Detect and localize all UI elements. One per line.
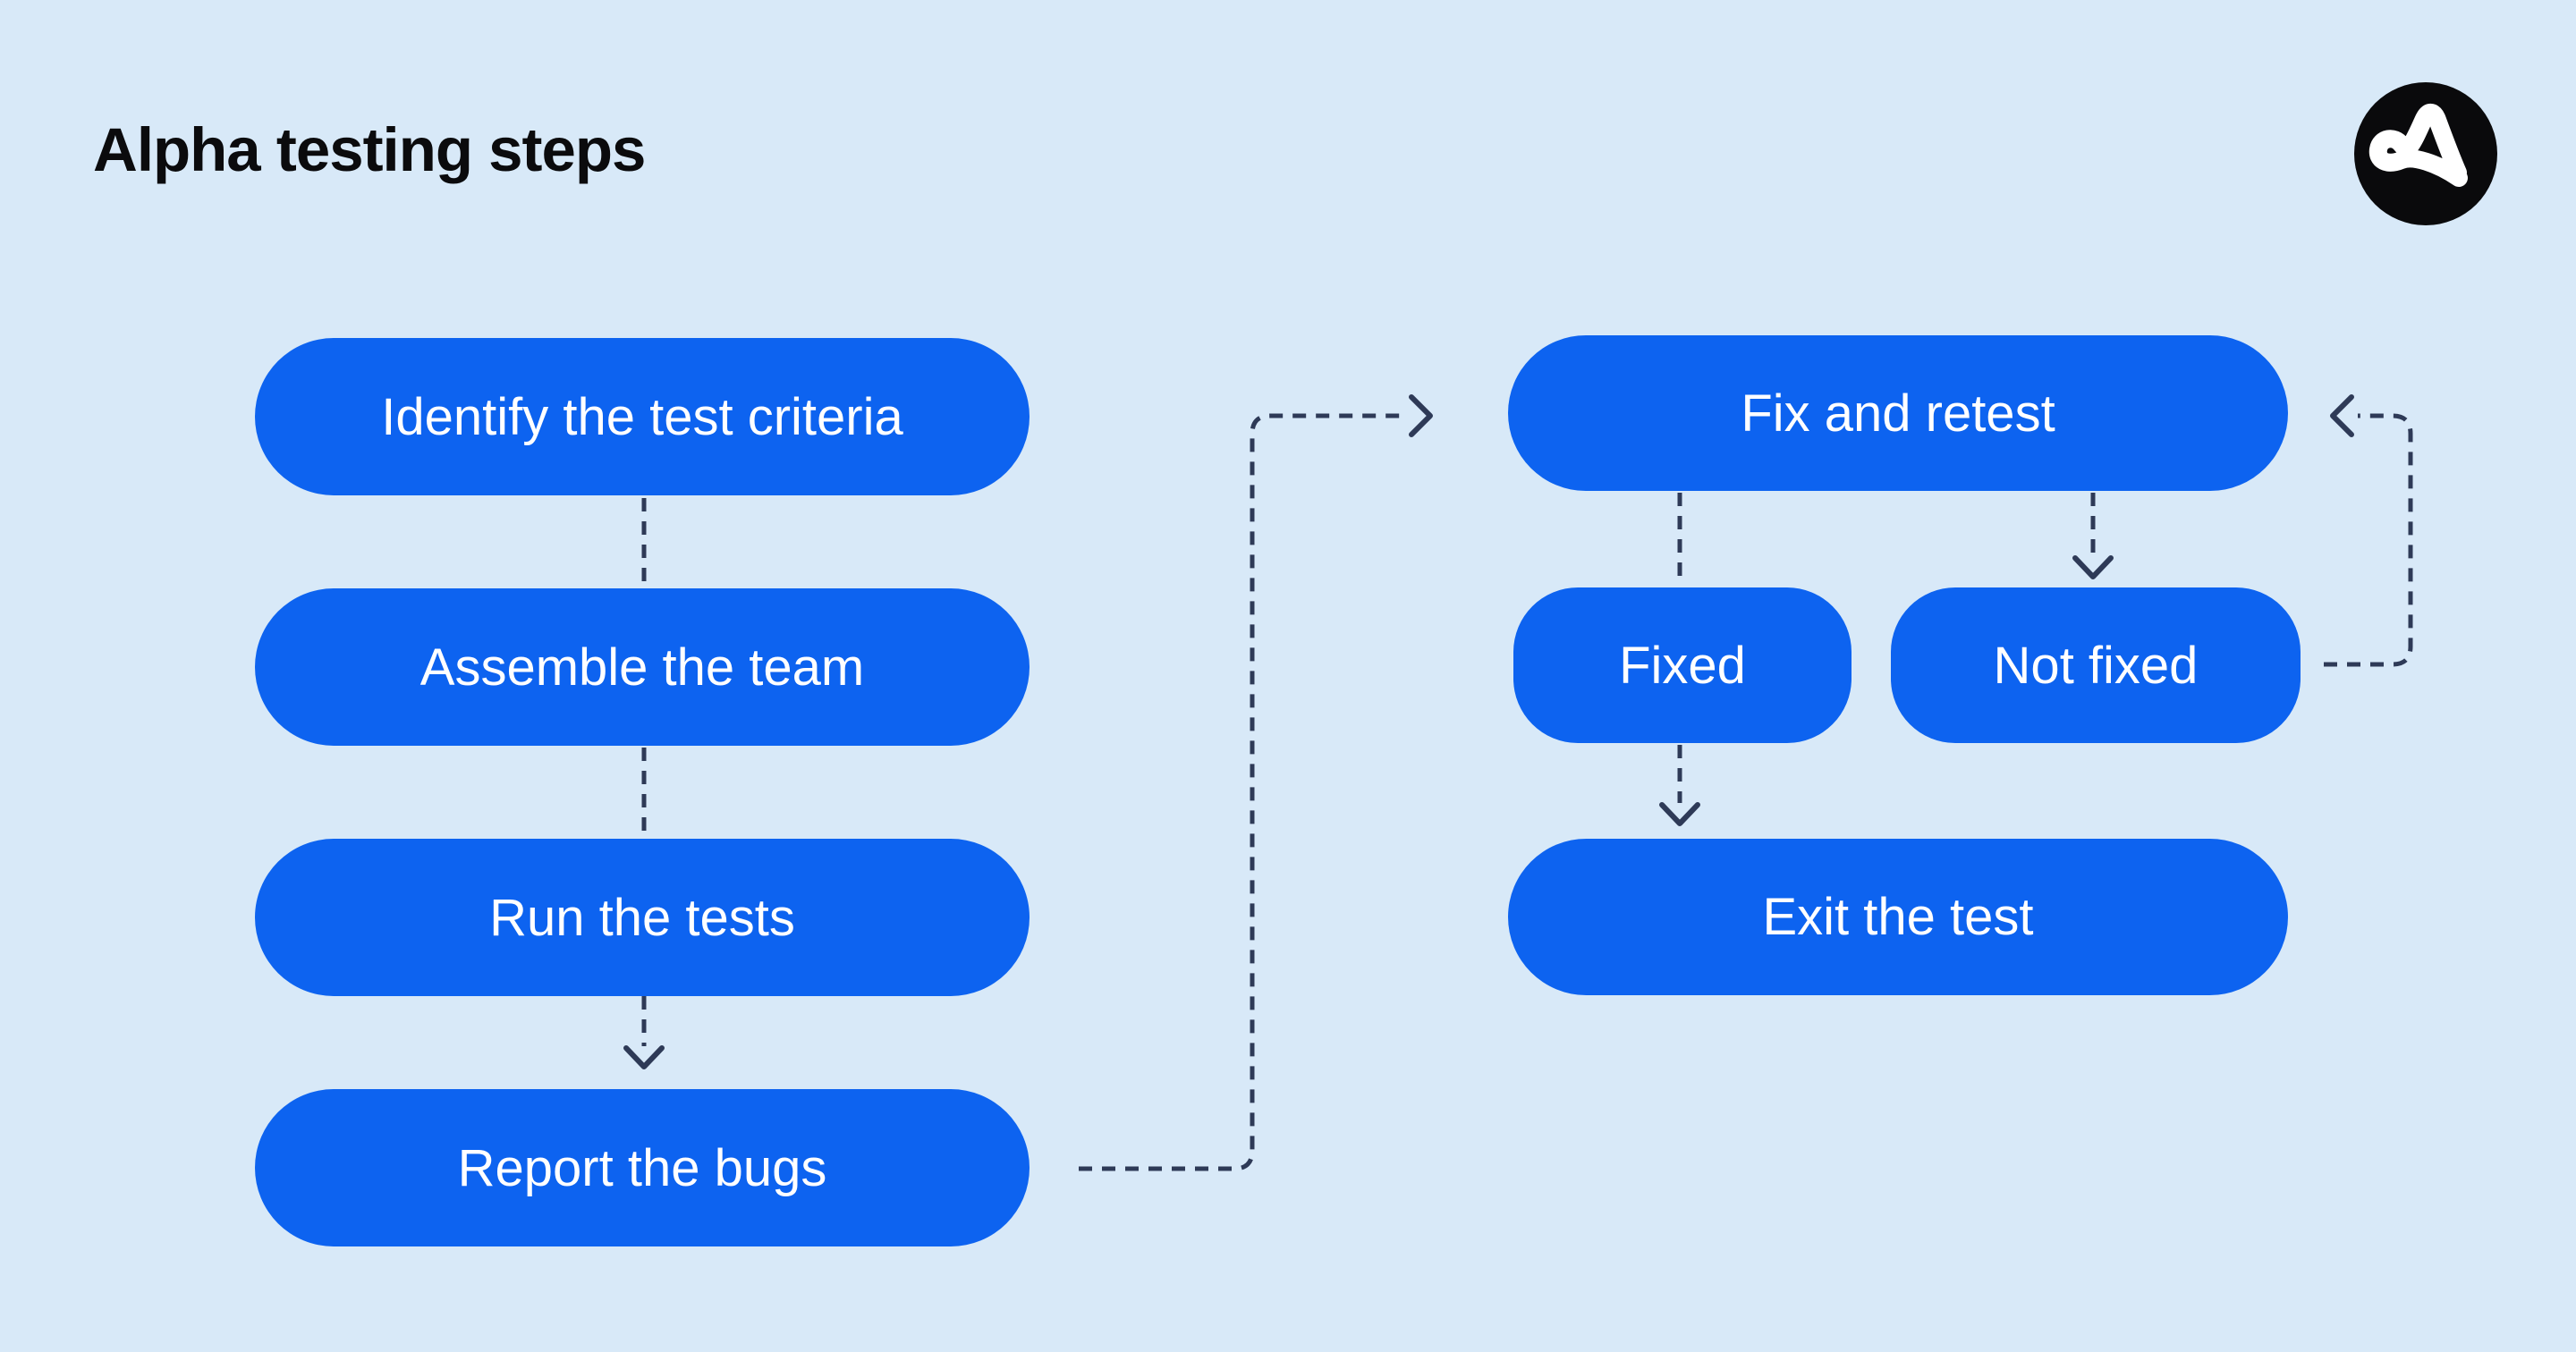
node-fixed: Fixed — [1513, 587, 1852, 743]
node-exit-the-test: Exit the test — [1508, 839, 2288, 995]
node-not-fixed: Not fixed — [1891, 587, 2301, 743]
arrowhead-down-exit — [1659, 802, 1700, 826]
node-identify-test-criteria: Identify the test criteria — [255, 338, 1030, 495]
node-report-the-bugs: Report the bugs — [255, 1089, 1030, 1246]
arrowhead-down-notfixed — [2072, 555, 2114, 579]
node-fix-and-retest: Fix and retest — [1508, 335, 2288, 491]
arrowhead-down-report — [623, 1045, 665, 1069]
applause-a-icon — [2354, 82, 2497, 225]
arrowhead-right-fixretest — [1409, 394, 1433, 437]
arrowhead-left-fixretest — [2330, 394, 2354, 437]
edge-report-fixretest — [1079, 413, 1404, 1171]
edge-notfixed-fixretest-loop — [2324, 413, 2413, 667]
node-assemble-the-team: Assemble the team — [255, 588, 1030, 746]
node-run-the-tests: Run the tests — [255, 839, 1030, 996]
page-title: Alpha testing steps — [93, 115, 646, 184]
applause-logo — [2352, 80, 2499, 227]
